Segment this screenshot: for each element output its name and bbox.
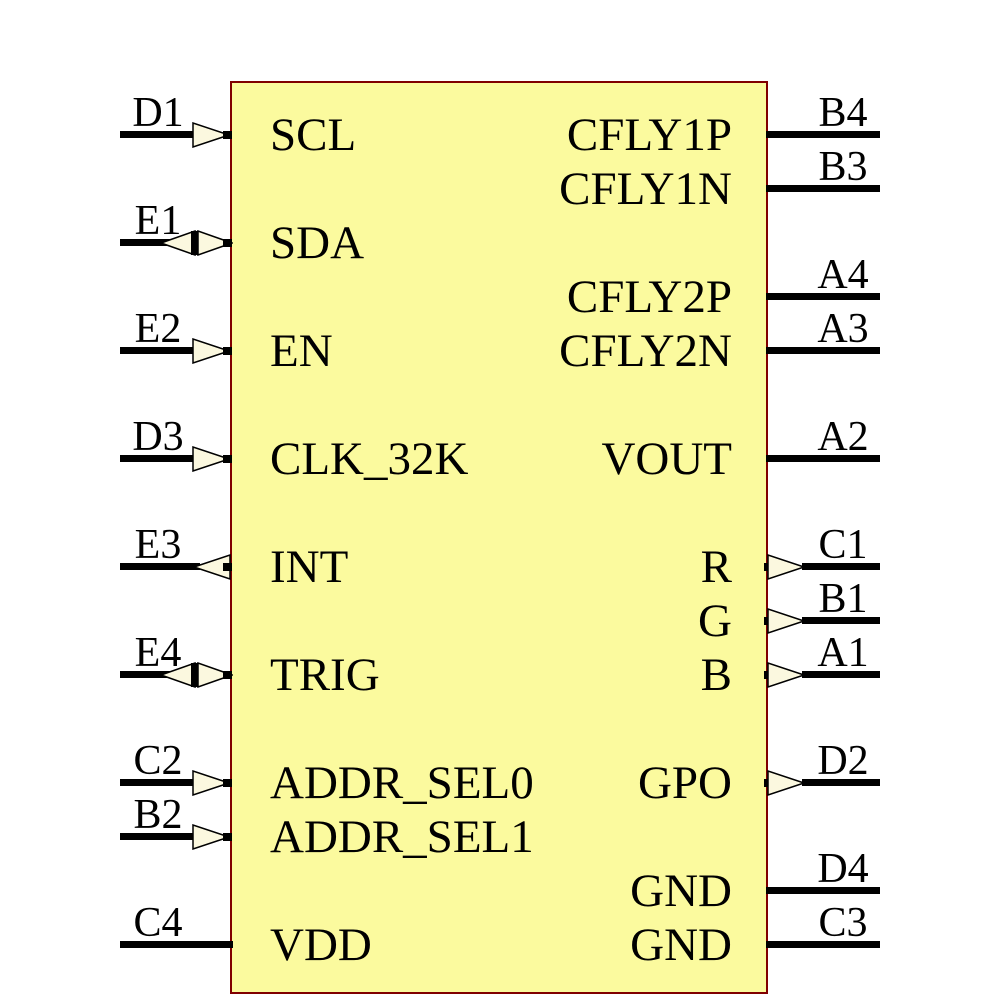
pin-name-label: INT	[270, 541, 349, 593]
pin-name-label: GND	[630, 919, 732, 971]
pad-label: B4	[818, 90, 868, 136]
pin-wire[interactable]	[802, 779, 880, 786]
pin-wire[interactable]	[120, 239, 170, 246]
pad-label: B3	[818, 144, 868, 190]
pad-label: A4	[817, 252, 869, 298]
pin-name-label: ADDR_SEL1	[270, 811, 534, 863]
pin-name-label: GND	[630, 865, 732, 917]
pad-label: D2	[817, 738, 869, 784]
pin-name-label: GPO	[637, 757, 732, 809]
pin-name-label: SDA	[270, 217, 365, 269]
pin-wire[interactable]	[120, 941, 233, 948]
bidirectional-arrow-bar	[191, 663, 198, 687]
pin-wire[interactable]	[766, 131, 880, 138]
pin-stub	[223, 239, 232, 247]
pin-name-label: R	[700, 541, 732, 593]
pin-name-label: CFLY2N	[559, 325, 732, 377]
pin-stub	[223, 455, 232, 463]
pad-label: B1	[818, 576, 868, 622]
pin-wire[interactable]	[766, 185, 880, 192]
pin-name-label: CFLY2P	[566, 271, 732, 323]
pin-name-label: TRIG	[270, 649, 380, 701]
pin-stub	[223, 671, 232, 679]
pin-name-label: B	[700, 649, 732, 701]
pin-wire[interactable]	[120, 455, 198, 462]
input-arrow-icon	[192, 770, 230, 796]
pin-wire[interactable]	[802, 617, 880, 624]
output-arrow-icon	[767, 608, 805, 634]
pad-label: E2	[134, 306, 182, 352]
pad-label: D1	[132, 90, 184, 136]
component-body[interactable]	[230, 81, 768, 994]
pin-wire[interactable]	[766, 347, 880, 354]
pin-wire[interactable]	[120, 833, 198, 840]
pin-name-label: CLK_32K	[270, 433, 469, 485]
pin-wire[interactable]	[802, 563, 880, 570]
pad-label: E1	[134, 198, 182, 244]
pin-stub	[223, 563, 232, 571]
pad-label: A3	[817, 306, 869, 352]
pin-wire[interactable]	[766, 293, 880, 300]
pin-wire[interactable]	[120, 779, 198, 786]
pin-wire[interactable]	[120, 347, 198, 354]
input-arrow-icon	[192, 122, 230, 148]
pad-label: E3	[134, 522, 182, 568]
input-arrow-icon	[192, 338, 230, 364]
pin-name-label: VOUT	[601, 433, 732, 485]
pin-name-label: CFLY1N	[559, 163, 732, 215]
pin-name-label: VDD	[270, 919, 372, 971]
pad-label: C2	[133, 738, 183, 784]
output-arrow-icon	[767, 770, 805, 796]
bidirectional-arrow-right-icon	[197, 662, 233, 688]
pad-label: C1	[818, 522, 868, 568]
input-arrow-icon	[192, 446, 230, 472]
bidirectional-arrow-bar	[191, 231, 198, 255]
output-arrow-icon	[767, 554, 805, 580]
pad-label: A1	[817, 630, 869, 676]
pin-wire[interactable]	[766, 941, 880, 948]
output-arrow-icon	[767, 662, 805, 688]
pad-label: D4	[817, 846, 869, 892]
pin-wire[interactable]	[766, 455, 880, 462]
pin-wire[interactable]	[120, 671, 170, 678]
pin-name-label: CFLY1P	[566, 109, 732, 161]
pin-name-label: ADDR_SEL0	[270, 757, 534, 809]
pad-label: A2	[817, 414, 869, 460]
pad-label: C3	[818, 900, 868, 946]
pin-name-label: EN	[270, 325, 333, 377]
pad-label: B2	[133, 792, 183, 838]
pad-label: E4	[134, 630, 182, 676]
pad-label: C4	[133, 900, 183, 946]
pin-wire[interactable]	[120, 563, 200, 570]
pad-label: D3	[132, 414, 184, 460]
pin-wire[interactable]	[766, 887, 880, 894]
pin-stub	[223, 131, 232, 139]
bidirectional-arrow-right-icon	[197, 230, 233, 256]
pin-stub	[223, 833, 232, 841]
pin-stub	[223, 347, 232, 355]
input-arrow-icon	[192, 824, 230, 850]
pin-name-label: G	[698, 595, 732, 647]
pin-stub	[223, 779, 232, 787]
pin-wire[interactable]	[120, 131, 198, 138]
pin-name-label: SCL	[270, 109, 357, 161]
pin-wire[interactable]	[802, 671, 880, 678]
